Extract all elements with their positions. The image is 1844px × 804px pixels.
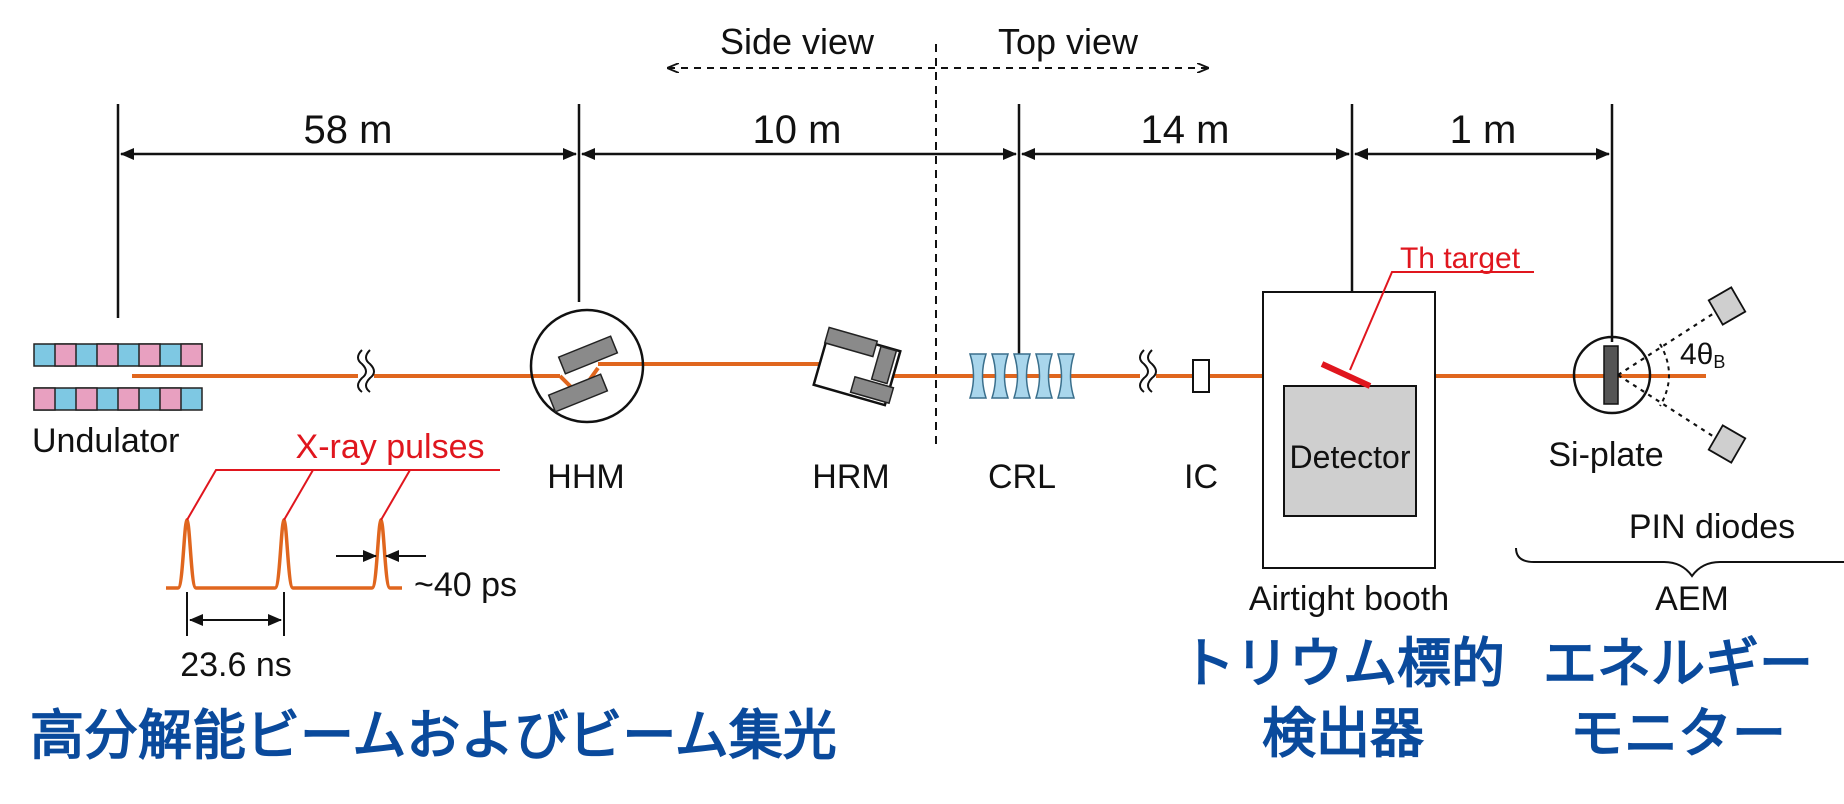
pin-diode-upper [1707,286,1747,326]
si-plate [1603,345,1619,405]
beam-caption: 高分解能ビームおよびビーム集光 [30,704,837,767]
top-view-label: Top view [998,21,1139,62]
undulator [33,343,203,411]
crl-label: CRL [988,458,1056,496]
side-view-label: Side view [720,21,875,62]
pulse-spacing-label: 23.6 ns [180,646,292,684]
pulse-leader [186,469,500,521]
pin-diode-lower [1707,424,1747,464]
angle-arc [1659,343,1670,407]
pin-diodes-label: PIN diodes [1629,508,1795,546]
beam-break-mark [1139,349,1149,393]
detector-caption-line2: 検出器 [1262,702,1425,765]
distance-1: 1 m [1450,108,1517,152]
diffracted-ray-upper [1617,307,1723,376]
monitor-caption-line1: エネルギー [1543,632,1813,695]
aem-label: AEM [1655,580,1729,618]
beam-break-mark [357,349,367,393]
distance-58: 58 m [304,108,393,152]
th-target-leader [1349,271,1534,371]
th-target [1320,361,1372,389]
pulse-train [166,517,402,590]
hhm-monochromator [529,308,645,424]
hrm-label: HRM [812,458,889,496]
distance-14: 14 m [1141,108,1230,152]
booth-label: Airtight booth [1249,580,1449,618]
hhm-label: HHM [547,458,624,496]
si-plate-label: Si-plate [1548,436,1663,474]
detector-label: Detector [1290,439,1411,475]
detector-caption-line1: トリウム標的 [1181,632,1505,695]
pulse-width-label: ~40 ps [414,566,517,604]
diffracted-ray-lower [1617,374,1723,443]
ic-label: IC [1184,458,1218,496]
monitor-caption-line2: モニター [1570,702,1786,765]
detector-box [1283,385,1417,517]
x-ray-pulses-label: X-ray pulses [296,428,485,466]
ion-chamber [1192,359,1210,393]
si-plate-circle [1572,335,1652,415]
hrm-monochromator [812,326,902,407]
distance-10: 10 m [753,108,842,152]
th-target-label: Th target [1400,242,1521,275]
aem-brace [1515,547,1844,578]
undulator-label: Undulator [32,422,179,460]
angle-label: 4θB [1680,338,1725,372]
crl-lens-stack [968,353,1076,399]
